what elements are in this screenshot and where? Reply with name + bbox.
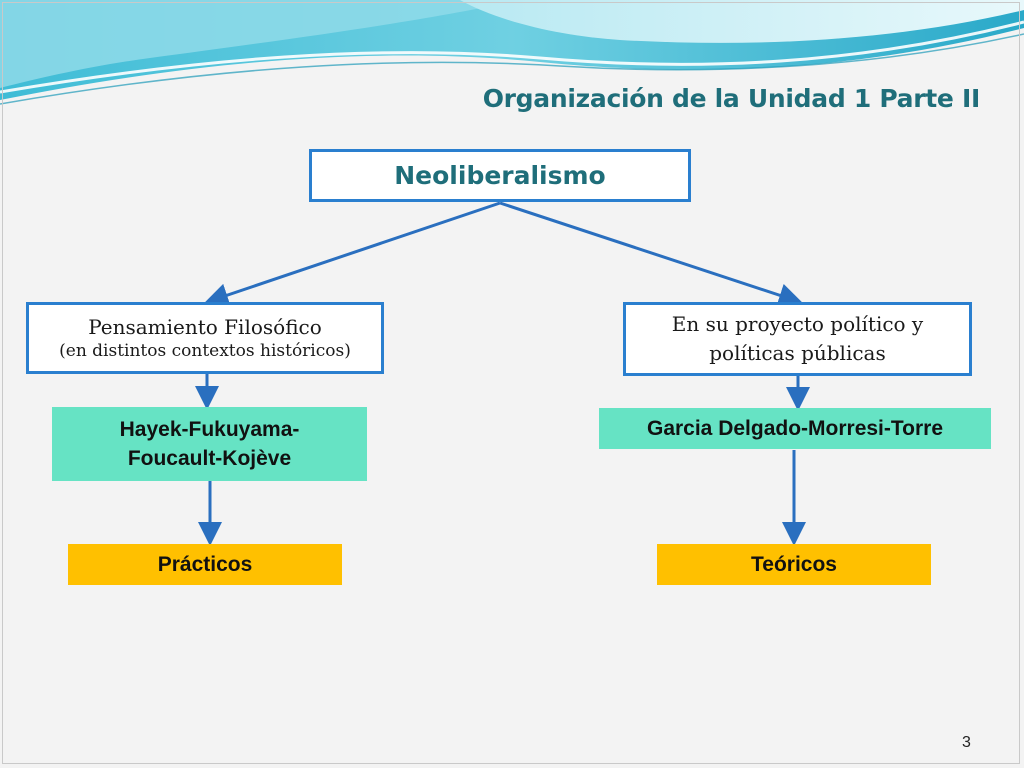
branch-node-heading-line2: políticas públicas xyxy=(709,341,886,365)
authors-label: Garcia Delgado-Morresi-Torre xyxy=(646,416,944,440)
branch-node-heading-line1: En su proyecto político y xyxy=(671,312,924,336)
category-node-practical: Prácticos xyxy=(68,544,342,585)
slide-title: Organización de la Unidad 1 Parte II xyxy=(482,84,981,113)
category-label: Teóricos xyxy=(751,552,837,576)
category-node-theoretical: Teóricos xyxy=(657,544,931,585)
authors-node-left: Hayek-Fukuyama- Foucault-Kojève xyxy=(52,407,367,481)
branch-node-subheading: (en distintos contextos históricos) xyxy=(59,341,351,361)
arrow-root-to-right xyxy=(499,201,803,307)
authors-node-right: Garcia Delgado-Morresi-Torre xyxy=(599,408,991,449)
decorative-wave-header xyxy=(0,0,1024,105)
arrow-root-to-left xyxy=(204,201,501,307)
branch-node-heading: Pensamiento Filosófico xyxy=(88,315,322,339)
authors-line1: Hayek-Fukuyama- xyxy=(119,418,300,441)
branch-node-political: En su proyecto político y políticas públ… xyxy=(623,302,972,376)
branch-node-philosophical: Pensamiento Filosófico (en distintos con… xyxy=(26,302,384,374)
root-node: Neoliberalismo xyxy=(309,149,691,202)
authors-line2: Foucault-Kojève xyxy=(127,447,292,470)
category-label: Prácticos xyxy=(157,552,253,576)
root-node-label: Neoliberalismo xyxy=(394,161,606,190)
page-number: 3 xyxy=(962,734,971,751)
